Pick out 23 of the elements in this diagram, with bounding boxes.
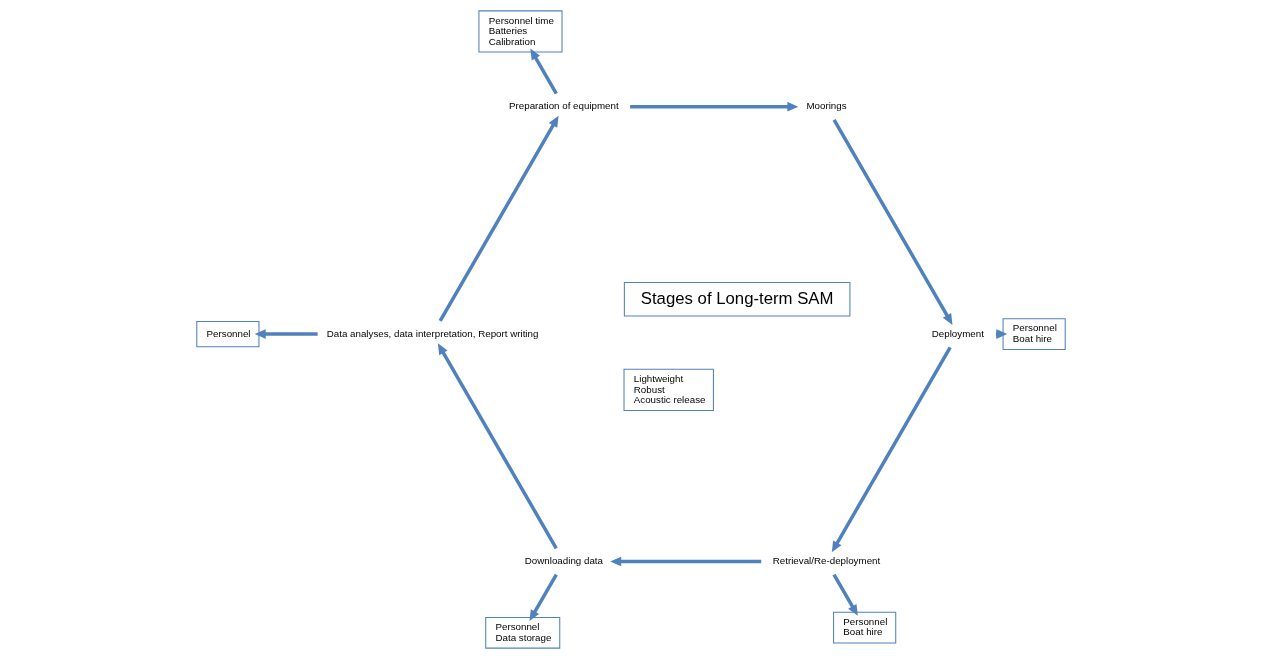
node-box: Stages of Long-term SAM [623,281,850,317]
arrow [629,101,798,112]
arrow [832,573,858,616]
arrow [438,115,559,322]
arrow [529,573,558,622]
node-box: Personnel Data storage [484,616,560,649]
node-box: Personnel time Batteries Calibration [477,10,563,53]
node-box: Lightweight Robust Acoustic release [623,368,714,412]
node-text: Downloading data [524,555,603,567]
arrow [609,556,761,567]
arrow [831,346,952,553]
node-text: Retrieval/Re-deployment [772,555,880,567]
arrow [832,119,952,325]
node-box: Personnel Boat hire [832,611,896,644]
node-text: Data analyses, data interpretation, Report writing [326,327,538,339]
arrow [529,48,558,95]
node-text: Moorings [805,100,847,112]
node-text: Preparation of equipment [508,100,619,112]
node-box: Personnel [195,321,259,348]
arrow [437,343,558,550]
node-text: Deployment [931,327,984,339]
node-box: Personnel Boat hire [1002,318,1066,350]
arrow [254,329,318,339]
